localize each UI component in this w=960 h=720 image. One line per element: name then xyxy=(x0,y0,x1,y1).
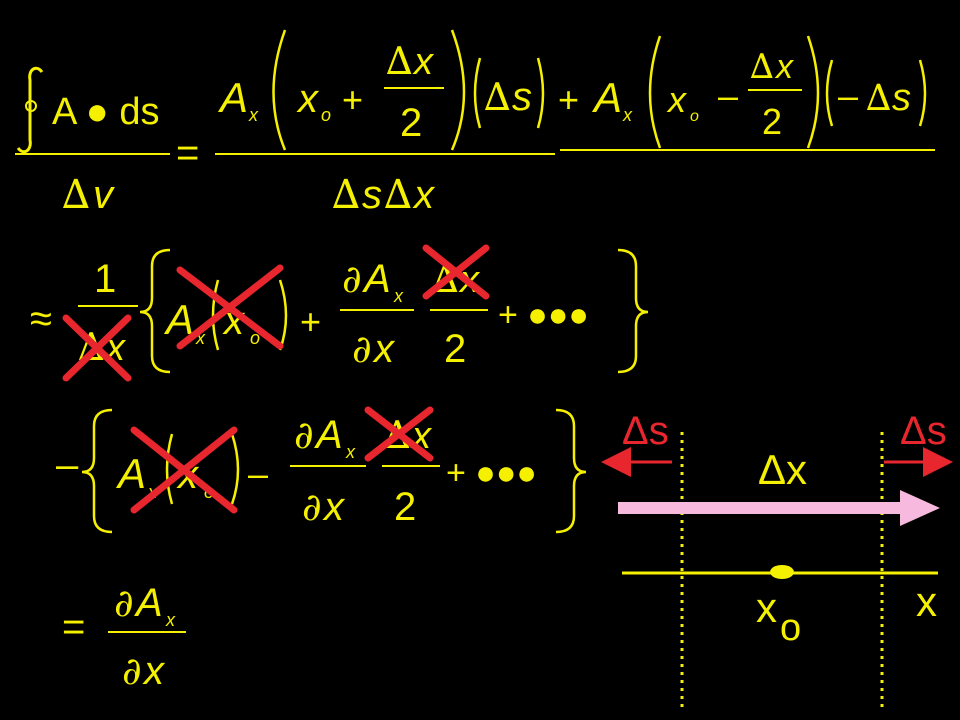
plus-sign: + xyxy=(342,79,363,120)
cancel-x-dx-r3 xyxy=(364,406,434,462)
field-arrow xyxy=(618,490,940,526)
paren-left-ds xyxy=(473,57,482,129)
ax-symbol: A xyxy=(217,74,248,121)
x-den: x xyxy=(412,173,436,217)
s-den: s xyxy=(362,173,382,217)
cancel-x-one-over-dx xyxy=(62,314,132,382)
two-denominator-2: 2 xyxy=(762,101,782,142)
row1-equation: A ● ds ∆ v = A x x o + ∆ x 2 ∆ s + A x x… xyxy=(15,29,935,218)
partial-num-r3: ∂ xyxy=(294,413,314,457)
x0-point-label: x xyxy=(756,584,777,631)
partial-den-r4: ∂ xyxy=(122,649,142,693)
delta-x-den: ∆ xyxy=(384,172,412,218)
partial-den-r2: ∂ xyxy=(352,327,372,371)
delta-s-a: ∆ xyxy=(484,75,511,119)
delta-s-den: ∆ xyxy=(332,172,360,218)
pd-a-sub-r4: x xyxy=(165,610,176,630)
two-denominator: 2 xyxy=(400,101,422,145)
plus-sign-2: + xyxy=(558,79,579,120)
paren-left xyxy=(272,29,287,151)
pd-x-r2: x xyxy=(372,327,396,371)
x0-point-marker xyxy=(770,565,794,579)
brace-left-r2 xyxy=(139,248,171,374)
delta-s-right-label: Δs xyxy=(900,409,947,453)
row4-equation: = ∂ A x ∂ x xyxy=(62,581,186,693)
minus-sign: – xyxy=(718,75,738,116)
minus-r3: – xyxy=(56,443,79,487)
x0-symbol-2: x xyxy=(666,79,688,120)
ellipsis-r3: + ●●● xyxy=(446,454,537,492)
delta-s-left-label: Δs xyxy=(622,409,669,453)
partial-num-r4: ∂ xyxy=(114,581,134,625)
delta-s-b: ∆ xyxy=(866,78,891,119)
x0-point-sub: o xyxy=(780,607,801,649)
integrand-text: A ● ds xyxy=(52,91,159,133)
partial-num-r2: ∂ xyxy=(342,257,362,301)
brace-right-r3 xyxy=(555,408,587,534)
pd-a-sub-r2: x xyxy=(393,286,404,306)
paren-left-2 xyxy=(648,35,662,149)
x0-subscript: o xyxy=(321,105,331,125)
equals-r4: = xyxy=(62,605,85,649)
two-r3: 2 xyxy=(394,485,416,529)
cancel-marks xyxy=(62,244,490,514)
cancel-x-ax-r3 xyxy=(130,426,238,514)
paren-left-r2 xyxy=(211,279,220,351)
row3-equation: – A x x o – ∂ A x ∂ x ∆ x 2 + ●●● xyxy=(56,408,587,534)
equals-sign: = xyxy=(176,131,199,175)
minus-ds: – xyxy=(838,75,858,116)
pd-x-r4: x xyxy=(142,649,166,693)
paren-right-2 xyxy=(806,35,820,149)
ds-var-b: s xyxy=(892,77,911,119)
plus-r2: + xyxy=(300,301,321,342)
ds-var-a: s xyxy=(512,75,532,119)
two-r2: 2 xyxy=(444,327,466,371)
delta-x-label: Δx xyxy=(758,446,807,493)
delta-symbol: ∆ xyxy=(62,172,90,218)
dx-var-2: x xyxy=(774,48,794,86)
ax-r3: A xyxy=(115,450,146,497)
paren-right xyxy=(450,29,466,151)
minus2-r3: – xyxy=(248,453,268,494)
pd-a-r2: A xyxy=(362,257,391,301)
paren-right-ds xyxy=(536,57,545,129)
x0-subscript-2: o xyxy=(690,108,699,125)
approx-sign: ≈ xyxy=(30,297,52,341)
lhs-denominator: v xyxy=(93,173,115,217)
cancel-x-dx-r2 xyxy=(422,244,490,300)
x0-sub-r2: o xyxy=(250,328,260,348)
x0-symbol: x xyxy=(296,77,320,121)
paren-right-ds-2 xyxy=(918,59,927,127)
pd-a-sub-r3: x xyxy=(345,442,356,462)
brace-right-r2 xyxy=(617,248,649,374)
brace-left-r3 xyxy=(81,408,113,534)
pd-a-r4: A xyxy=(134,581,163,625)
ax-symbol-2: A xyxy=(591,74,622,121)
ellipsis-r2: + ●●● xyxy=(498,296,589,334)
ax-subscript-2: x xyxy=(622,105,633,125)
one-numerator: 1 xyxy=(94,257,116,301)
dx-var: x xyxy=(412,41,435,83)
paren-left-r3 xyxy=(165,433,174,505)
delta-x-num-2: ∆ xyxy=(750,47,774,87)
paren-left-ds-2 xyxy=(825,59,834,127)
pd-x-r3: x xyxy=(322,485,346,529)
paren-right-r2 xyxy=(278,279,288,351)
dx-diagram: Δs Δs Δx x x o xyxy=(601,409,953,712)
delta-x-num: ∆ xyxy=(386,39,413,83)
row2-equation: ≈ 1 ∆ x A x x o + ∂ A x ∂ x ∆ x 2 + ●●● xyxy=(30,248,649,374)
cancel-x-ax-r2 xyxy=(176,264,284,350)
axis-x-label: x xyxy=(916,578,937,625)
pd-a-r3: A xyxy=(314,413,343,457)
ax-subscript: x xyxy=(248,105,259,125)
contour-circle xyxy=(25,100,37,112)
partial-den-r3: ∂ xyxy=(302,485,322,529)
ax-sub-r2: x xyxy=(195,328,206,348)
paren-right-r3 xyxy=(230,433,240,505)
